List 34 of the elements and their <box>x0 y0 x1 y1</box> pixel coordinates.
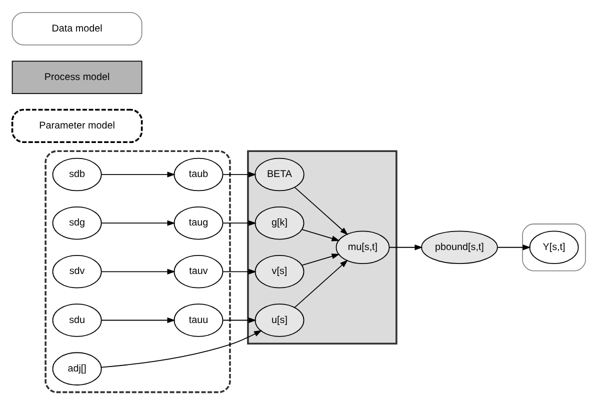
arrow <box>222 268 256 274</box>
node-ellipse: sdb <box>52 158 102 192</box>
node-ellipse: adj[] <box>52 352 102 386</box>
node-ellipse: BETA <box>254 158 304 192</box>
arrow <box>101 268 176 274</box>
arrow <box>101 172 176 178</box>
node-box: Process model <box>12 60 142 94</box>
node-ellipse: sdu <box>52 304 102 337</box>
node-ellipse: pbound[s,t] <box>421 230 498 264</box>
node-ellipse: mu[s,t] <box>336 230 390 264</box>
arrow <box>302 229 340 242</box>
node-box: Data model <box>12 12 142 46</box>
node-box: Parameter model <box>11 108 143 144</box>
node-ellipse: tauu <box>174 304 224 337</box>
arrow <box>100 330 262 368</box>
node-ellipse: taub <box>174 158 224 192</box>
arrow <box>302 254 340 266</box>
node-ellipse: sdg <box>52 206 102 240</box>
cluster <box>44 150 231 394</box>
arrow <box>497 244 531 250</box>
arrow <box>101 220 176 226</box>
arrow <box>222 220 256 226</box>
arrow <box>294 187 348 236</box>
node-ellipse: g[k] <box>254 206 304 240</box>
node-ellipse: tauv <box>174 255 224 288</box>
arrow <box>222 317 256 324</box>
node-ellipse: Y[s,t] <box>529 230 579 264</box>
arrow <box>222 172 256 178</box>
node-ellipse: taug <box>174 206 224 240</box>
arrow <box>101 317 176 324</box>
arrow <box>294 260 348 308</box>
arrow <box>388 244 423 250</box>
node-ellipse: sdv <box>52 255 102 288</box>
node-ellipse: v[s] <box>254 255 304 288</box>
